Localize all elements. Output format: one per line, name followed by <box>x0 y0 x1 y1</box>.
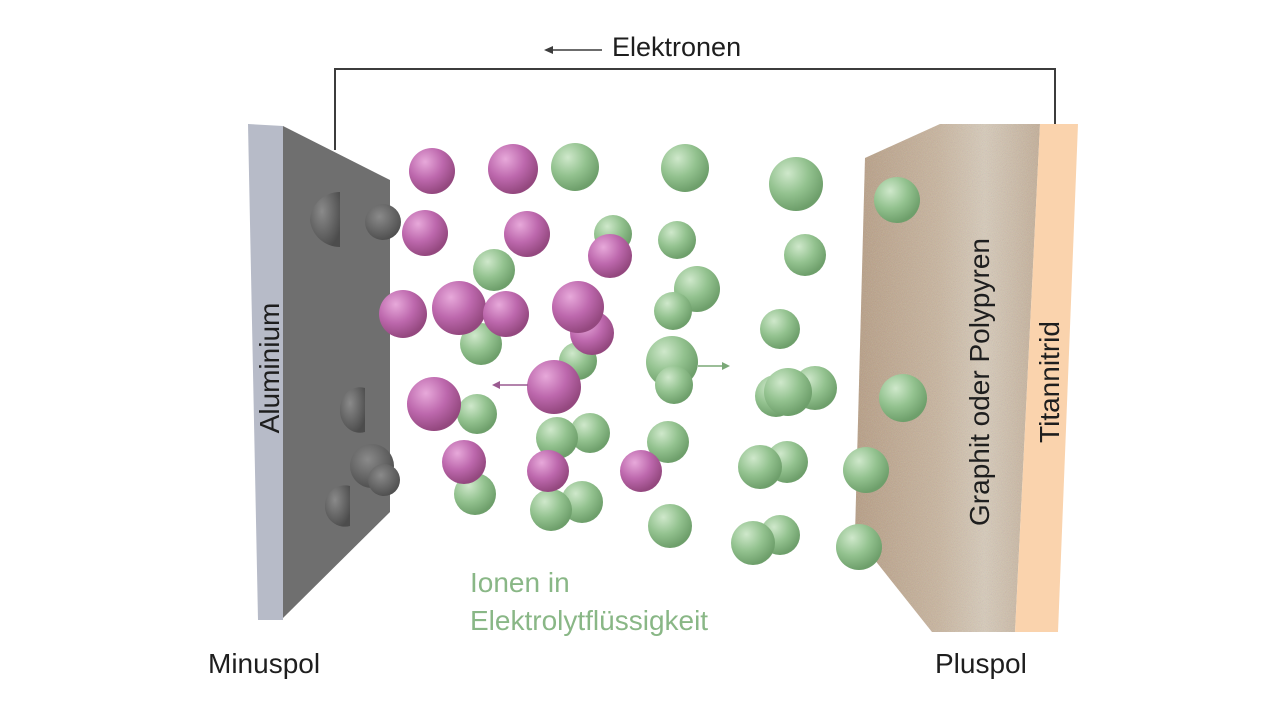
titanium-label: Titannitrid <box>1034 321 1065 443</box>
aluminium-label: Aluminium <box>254 302 285 434</box>
electrode-pits <box>310 191 401 527</box>
arrow-right-icon <box>698 362 730 370</box>
ion-cloud <box>379 143 927 570</box>
minus-pole-label: Minuspol <box>208 648 321 679</box>
graphite-label: Graphit oder Polypyren <box>964 238 995 526</box>
plus-pole-label: Pluspol <box>935 648 1027 679</box>
graphite-electrode <box>855 124 1040 632</box>
aluminium-electrode <box>248 124 401 620</box>
arrow-left-icon <box>492 381 528 389</box>
ions-label-line1: Ionen in <box>470 567 570 598</box>
arrow-left-icon <box>544 46 602 54</box>
ions-label: Ionen in Elektrolytflüssigkeit <box>470 564 708 640</box>
circuit-wire <box>334 68 1056 150</box>
ions-label-line2: Elektrolytflüssigkeit <box>470 605 709 636</box>
electrons-label: Elektronen <box>612 32 742 62</box>
titanium-layer <box>1015 124 1078 632</box>
